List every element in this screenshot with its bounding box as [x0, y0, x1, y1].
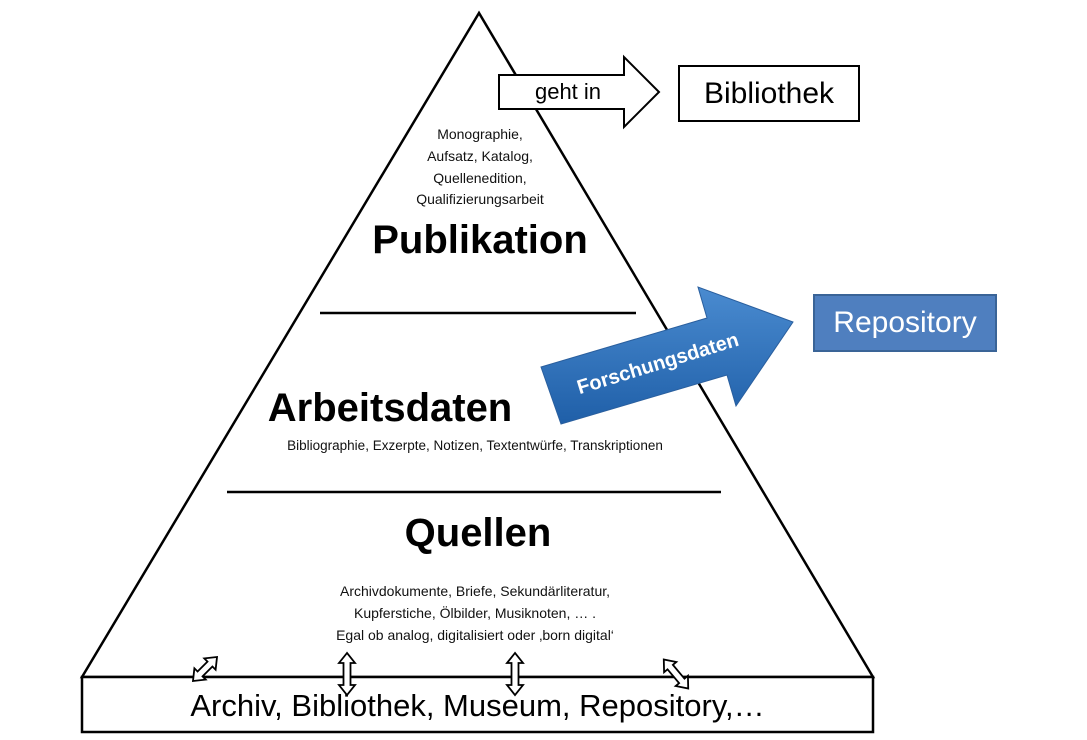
- publikation-example-1: Monographie,: [437, 126, 523, 142]
- repository-box: Repository: [833, 306, 977, 339]
- base-label: Archiv, Bibliothek, Museum, Repository,…: [190, 688, 765, 723]
- base-box: [80, 675, 875, 734]
- double-arrow-1: [191, 655, 219, 683]
- quellen-example-3: Egal ob analog, digitalisiert oder ‚born…: [336, 627, 614, 643]
- geht-in-arrow: [498, 54, 661, 130]
- publikation-example-3: Quellenedition,: [433, 170, 527, 186]
- quellen-title: Quellen: [404, 511, 552, 555]
- double-arrow-2: [337, 651, 357, 697]
- quellen-example-1: Archivdokumente, Briefe, Sekundärliterat…: [339, 583, 611, 599]
- arbeitsdaten-examples: Bibliographie, Exzerpte, Notizen, Texten…: [287, 438, 663, 453]
- publikation-example-4: Qualifizierungsarbeit: [416, 191, 544, 207]
- publikation-example-2: Aufsatz, Katalog,: [427, 148, 533, 164]
- double-arrow-4: [662, 658, 690, 690]
- geht-in-label: geht in: [534, 79, 602, 104]
- bibliothek-box-frame: [678, 65, 860, 122]
- publikation-title: Publikation: [372, 218, 588, 262]
- bibliothek-box: Bibliothek: [703, 76, 835, 110]
- repository-box-frame: [813, 294, 997, 352]
- double-arrow-3: [505, 651, 525, 697]
- arbeitsdaten-title: Arbeitsdaten: [267, 386, 513, 430]
- forschungsdaten-arrow: [540, 286, 794, 425]
- quellen-example-2: Kupferstiche, Ölbilder, Musiknoten, … .: [354, 605, 596, 621]
